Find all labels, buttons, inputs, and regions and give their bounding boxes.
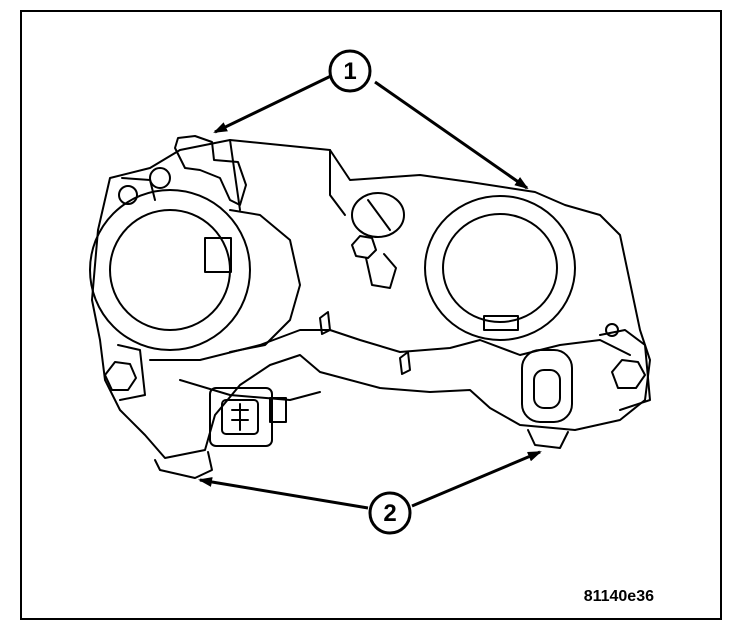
right-mount-pocket	[521, 349, 573, 423]
center-adjuster	[351, 192, 405, 238]
callout-1: 1	[213, 49, 529, 190]
top-left-mount	[174, 135, 247, 206]
callout-2: 2	[198, 450, 542, 535]
callout-1-arrow-left	[213, 73, 334, 134]
callout-1-circle	[328, 49, 372, 93]
headlamp-housing-icon	[89, 135, 651, 479]
left-lamp-bezel	[89, 189, 251, 351]
housing-outline	[91, 139, 651, 459]
connector-body	[209, 387, 273, 447]
left-bolt	[104, 361, 137, 391]
figure-border	[20, 10, 722, 620]
callout-1-label: 1	[343, 58, 356, 85]
callout-2-arrow-right	[411, 450, 542, 508]
adjuster-nut	[351, 235, 377, 259]
callout-2-label: 2	[383, 500, 396, 527]
bottom-left-bracket	[154, 451, 213, 479]
callout-2-circle	[368, 491, 412, 535]
right-lamp-bezel	[424, 195, 576, 341]
housing-inner-rim	[149, 329, 631, 361]
left-lamp-lens	[109, 209, 231, 331]
bottom-right-tab	[527, 429, 569, 449]
callout-2-arrow-left	[198, 477, 369, 510]
figure-code: 81140e36	[584, 588, 654, 605]
right-bolt	[611, 359, 646, 389]
right-lamp-lens	[442, 213, 558, 323]
callout-1-arrow-right	[374, 80, 529, 190]
